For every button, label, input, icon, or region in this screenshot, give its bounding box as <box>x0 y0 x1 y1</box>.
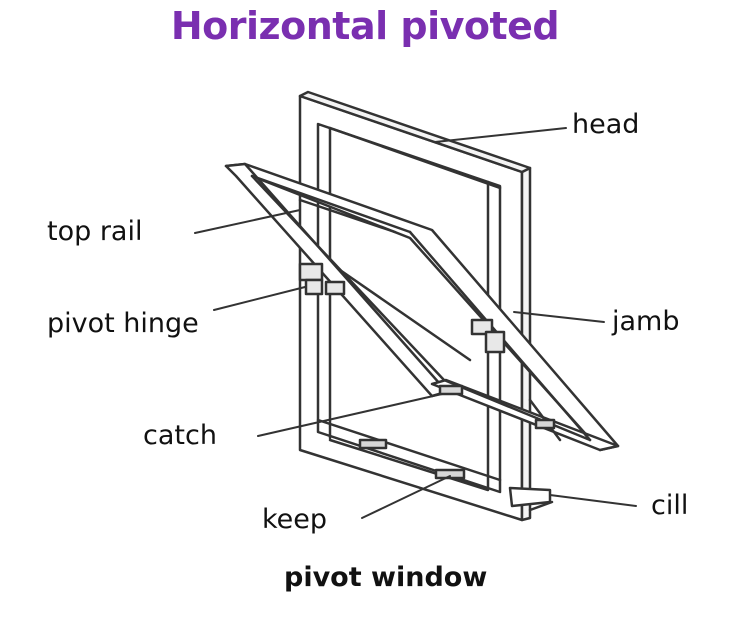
leader-pivot-hinge <box>213 286 306 311</box>
label-head: head <box>572 109 640 140</box>
diagram-title: Horizontal pivoted <box>170 4 560 48</box>
pivot-hinge-left <box>298 262 346 296</box>
leader-cill <box>549 494 637 507</box>
catch-hardware <box>438 384 556 430</box>
pivot-hinge-right <box>470 318 506 354</box>
label-cill: cill <box>651 490 689 521</box>
leader-keep <box>361 475 451 519</box>
label-keep: keep <box>262 504 328 535</box>
label-catch: catch <box>143 420 217 451</box>
label-jamb: jamb <box>612 306 680 337</box>
label-top-rail: top rail <box>47 216 143 247</box>
cill-block <box>508 486 554 512</box>
leader-jamb <box>513 311 605 323</box>
keep-hardware <box>358 438 466 480</box>
diagram-caption: pivot window <box>284 562 488 593</box>
label-pivot-hinge: pivot hinge <box>47 308 199 339</box>
leader-head <box>434 127 567 143</box>
leader-top-rail <box>194 209 301 234</box>
leader-catch <box>257 393 443 437</box>
